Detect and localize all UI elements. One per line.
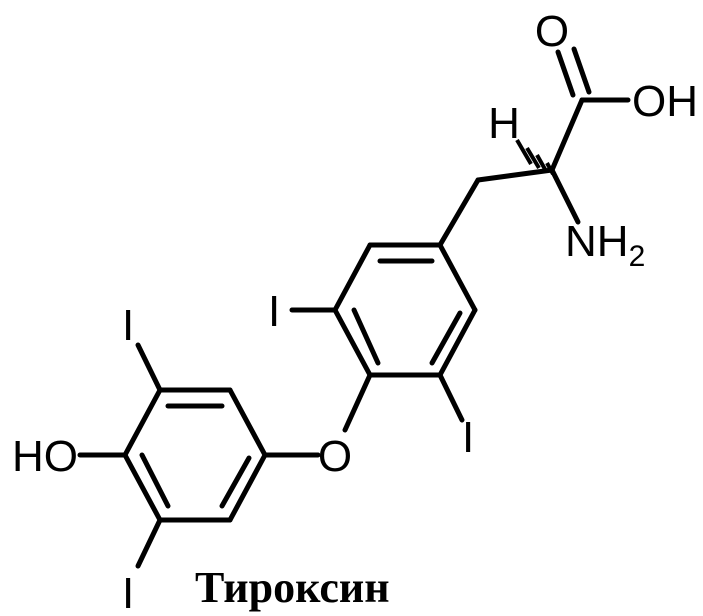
bond: [351, 307, 381, 366]
amine-symbol: NH: [565, 217, 629, 266]
bond: [135, 517, 163, 569]
iodine-mid-label: I: [268, 287, 280, 336]
bond: [437, 177, 481, 248]
ether-oxygen-label: O: [318, 432, 352, 481]
hash-line: [515, 138, 533, 166]
bond: [549, 97, 585, 173]
amine-label: NH2: [565, 217, 645, 273]
iodine-bottom-label: I: [122, 569, 134, 616]
amine-subscript: 2: [629, 240, 646, 273]
bond: [332, 307, 373, 378]
bond: [437, 307, 478, 378]
iodine-top-left-label: I: [122, 301, 134, 350]
bond: [227, 452, 268, 523]
bond: [437, 372, 465, 423]
bond: [571, 46, 592, 95]
hash-line: [535, 154, 548, 172]
hashed-wedge: [515, 138, 555, 175]
iodine-right-label: I: [462, 413, 474, 462]
bond-lines: [77, 46, 631, 569]
hydrogen-stereo-label: H: [488, 99, 520, 148]
bond: [227, 387, 268, 458]
molecule-name: Тироксин: [195, 563, 390, 612]
bond: [122, 387, 163, 458]
bond: [429, 310, 463, 366]
bond: [555, 49, 576, 98]
bond: [475, 167, 555, 183]
bond: [135, 342, 163, 393]
bond: [332, 242, 373, 313]
oxygen-carbonyl-label: O: [535, 7, 569, 56]
hydroxyl-acid-label: OH: [632, 77, 698, 126]
hash-line: [525, 146, 541, 170]
bond: [219, 455, 252, 509]
bond: [139, 452, 171, 509]
hash-line: [545, 162, 555, 175]
bond: [549, 167, 581, 225]
bond: [437, 242, 478, 313]
bond: [122, 452, 163, 523]
phenol-hydroxyl-label: HO: [12, 432, 78, 481]
bond: [342, 372, 373, 433]
